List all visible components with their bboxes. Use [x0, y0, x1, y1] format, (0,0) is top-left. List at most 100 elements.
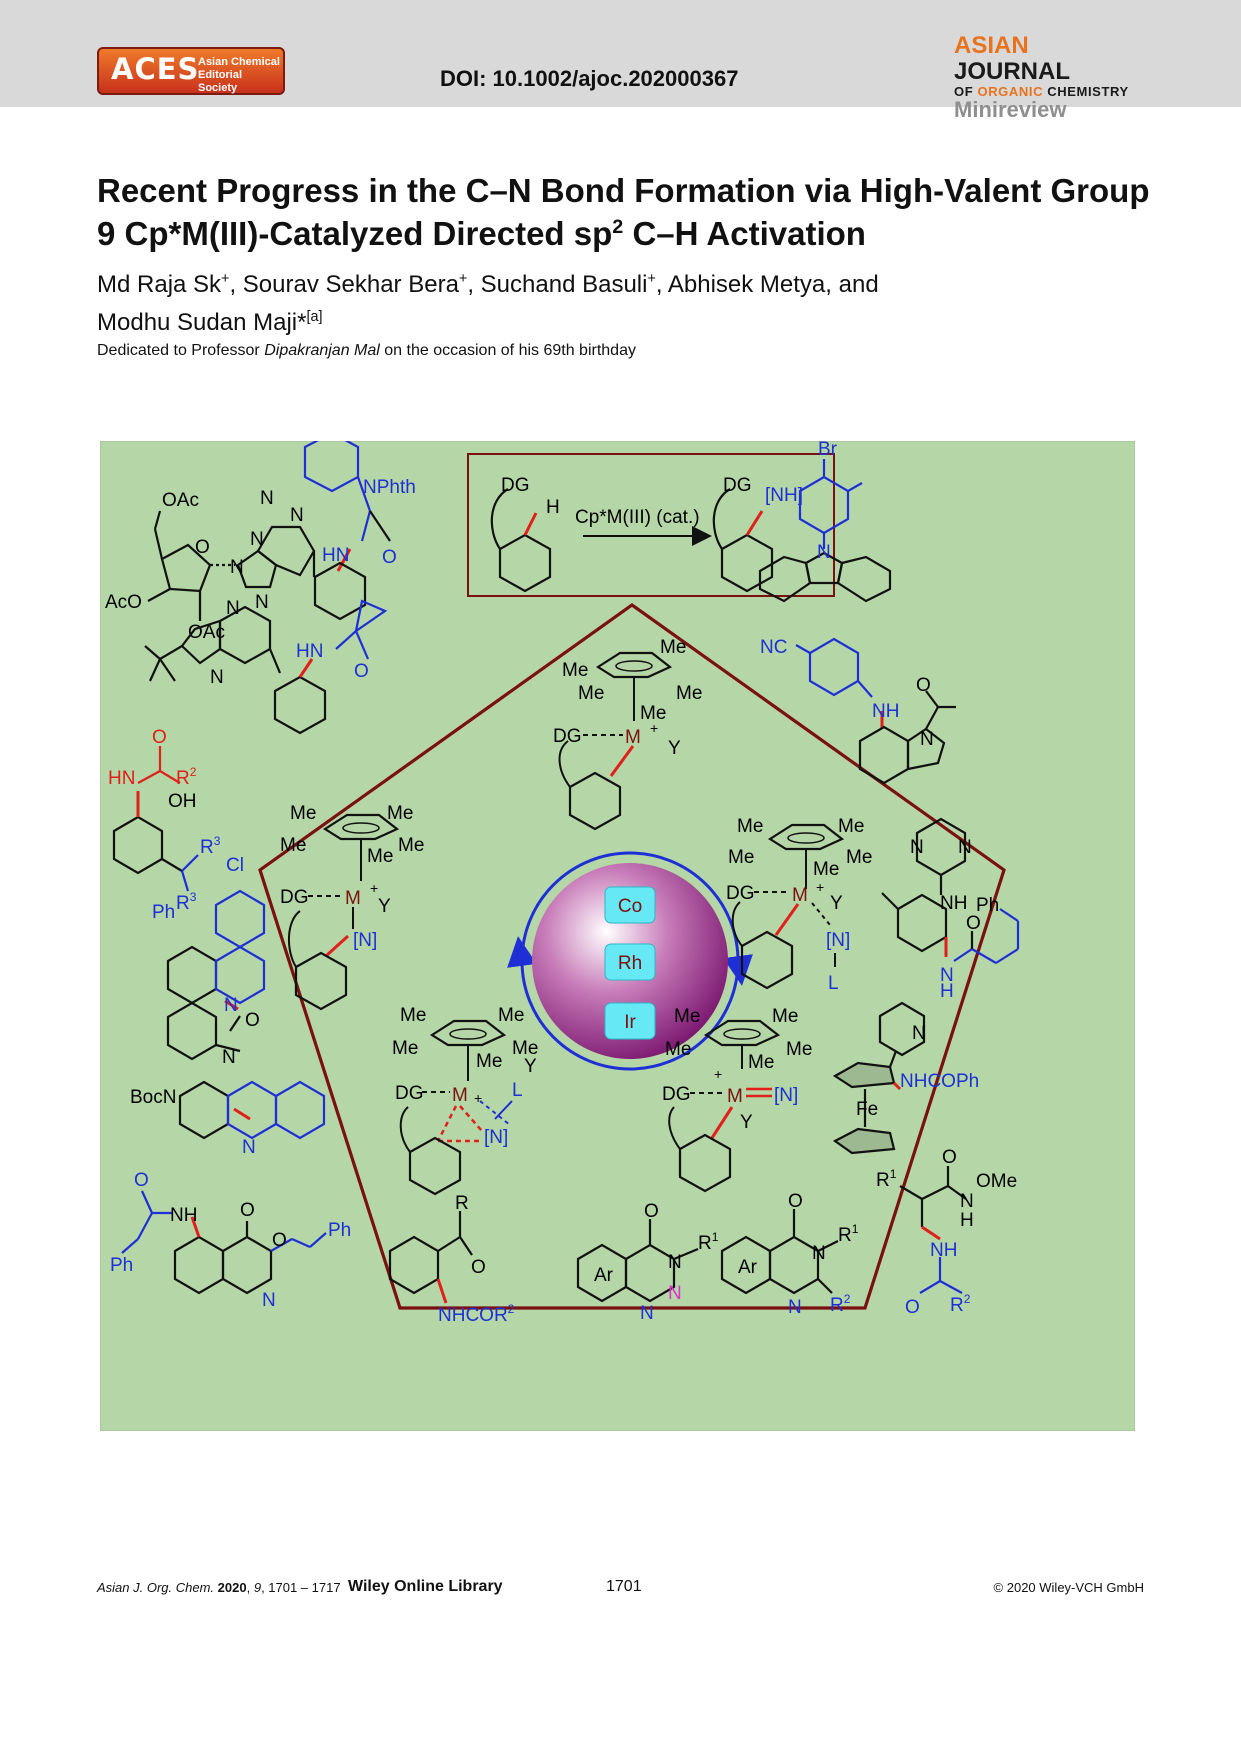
svg-text:[N]: [N]: [826, 930, 850, 951]
svg-text:OMe: OMe: [976, 1171, 1017, 1192]
wiley-online-library-link[interactable]: Wiley Online Library: [348, 1578, 503, 1595]
svg-text:N: N: [668, 1252, 682, 1273]
svg-text:M: M: [452, 1085, 468, 1106]
author-name[interactable]: Abhisek Metya: [667, 271, 826, 298]
molecule-pyrazolopyrimidine: [144, 605, 327, 735]
metal-box-ir: [604, 1002, 656, 1040]
svg-text:NHCOPh: NHCOPh: [900, 1071, 979, 1092]
svg-text:O: O: [382, 547, 397, 568]
svg-text:O: O: [134, 1170, 149, 1191]
svg-text:[N]: [N]: [484, 1127, 508, 1148]
svg-text:R2: R2: [176, 765, 197, 789]
svg-text:O: O: [272, 1230, 287, 1251]
journal-logo[interactable]: ASIAN JOURNAL OF ORGANIC CHEMISTRY Minir…: [954, 33, 1144, 121]
svg-text:N: N: [920, 729, 934, 750]
svg-text:N: N: [260, 488, 274, 509]
svg-text:DG: DG: [280, 887, 309, 908]
svg-text:M: M: [345, 888, 361, 909]
svg-text:DG: DG: [662, 1084, 691, 1105]
molecule-azaarene: [166, 889, 266, 1061]
svg-text:DG: DG: [726, 883, 755, 904]
svg-text:R1: R1: [876, 1167, 897, 1191]
svg-text:DG: DG: [553, 726, 582, 747]
svg-text:+: +: [474, 1090, 482, 1106]
aces-logo[interactable]: ACES Asian Chemical Editorial Society: [97, 47, 285, 95]
svg-text:OH: OH: [168, 791, 197, 812]
citation: Asian J. Org. Chem. 2020, 9, 1701 – 1717: [97, 1580, 341, 1595]
svg-text:H: H: [940, 981, 954, 1002]
svg-text:+: +: [650, 720, 658, 736]
aces-logo-text: ACES: [111, 52, 200, 86]
svg-text:R1: R1: [838, 1222, 859, 1246]
journal-header-band: ACES Asian Chemical Editorial Society DO…: [0, 0, 1241, 121]
author-list: Md Raja Sk+, Sourav Sekhar Bera+, Suchan…: [97, 271, 879, 336]
molecule-aminophenol: [112, 791, 199, 892]
author-name[interactable]: Sourav Sekhar Bera: [242, 271, 459, 298]
svg-text:Ph: Ph: [152, 902, 175, 923]
molecule-naphthyridine: [178, 1080, 326, 1140]
svg-text:HN: HN: [296, 641, 323, 662]
svg-text:R2: R2: [830, 1292, 851, 1316]
svg-text:N: N: [255, 592, 269, 613]
svg-text:+: +: [816, 879, 824, 895]
svg-text:Me: Me: [400, 1005, 426, 1026]
svg-text:+: +: [370, 880, 378, 896]
svg-text:O: O: [905, 1297, 920, 1318]
svg-text:Me: Me: [674, 1006, 700, 1027]
svg-text:N: N: [910, 837, 924, 858]
author-name[interactable]: Md Raja Sk: [97, 271, 222, 298]
cycle-arrow-left: [507, 936, 537, 968]
svg-text:Me: Me: [748, 1052, 774, 1073]
svg-text:N: N: [958, 837, 972, 858]
svg-text:R: R: [455, 1193, 469, 1214]
svg-text:Me: Me: [813, 859, 839, 880]
svg-text:Ph: Ph: [110, 1255, 133, 1276]
svg-text:Me: Me: [737, 816, 763, 837]
doi-link[interactable]: DOI: 10.1002/ajoc.202000367: [440, 66, 739, 91]
intermediate-top: Me Me Me Me Me DG M + Y: [553, 637, 702, 831]
svg-text:Me: Me: [640, 703, 666, 724]
svg-text:N: N: [210, 667, 224, 688]
molecule-benzoxazinone: [173, 1216, 273, 1295]
product-nh-label: [NH]: [765, 485, 803, 506]
svg-text:O: O: [942, 1147, 957, 1168]
svg-text:N: N: [912, 1023, 926, 1044]
metal-co: Co: [618, 896, 642, 917]
molecule-nphth-amide: [303, 441, 391, 542]
svg-text:NC: NC: [760, 637, 787, 658]
svg-text:R1: R1: [698, 1230, 719, 1254]
intermediate-bottom-right: Me Me Me Me Me DG + M [N] Y: [662, 1006, 812, 1193]
svg-text:Ar: Ar: [738, 1257, 758, 1278]
svg-text:M: M: [792, 885, 808, 906]
svg-text:Me: Me: [512, 1038, 538, 1059]
product-dg-label: DG: [723, 475, 752, 496]
svg-text:Y: Y: [740, 1112, 753, 1133]
svg-text:R2: R2: [950, 1292, 971, 1316]
svg-text:Ar: Ar: [594, 1265, 614, 1286]
svg-text:Cl: Cl: [226, 855, 244, 876]
svg-text:Me: Me: [665, 1039, 691, 1060]
svg-text:Me: Me: [562, 660, 588, 681]
svg-text:N: N: [224, 995, 238, 1016]
svg-text:L: L: [512, 1080, 523, 1101]
author-name[interactable]: Modhu Sudan Maji: [97, 309, 298, 336]
svg-text:NH: NH: [170, 1205, 197, 1226]
reactant-h-label: H: [546, 497, 560, 518]
svg-text:N: N: [222, 1047, 236, 1068]
svg-text:Me: Me: [387, 803, 413, 824]
reactant-dg-label: DG: [501, 475, 530, 496]
molecule-quinazolinone: [720, 1209, 839, 1295]
svg-text:N: N: [960, 1191, 974, 1212]
svg-text:H: H: [960, 1210, 974, 1231]
svg-text:L: L: [828, 973, 839, 994]
svg-text:Me: Me: [367, 846, 393, 867]
svg-text:NH: NH: [872, 701, 899, 722]
author-name[interactable]: Suchand Basuli: [480, 271, 648, 298]
svg-text:[N]: [N]: [774, 1085, 798, 1106]
molecule-benzotriazinone: [576, 1219, 699, 1303]
svg-text:N: N: [788, 1297, 802, 1318]
svg-text:O: O: [966, 913, 981, 934]
svg-text:O: O: [354, 661, 369, 682]
svg-text:Me: Me: [728, 847, 754, 868]
svg-text:Me: Me: [476, 1051, 502, 1072]
